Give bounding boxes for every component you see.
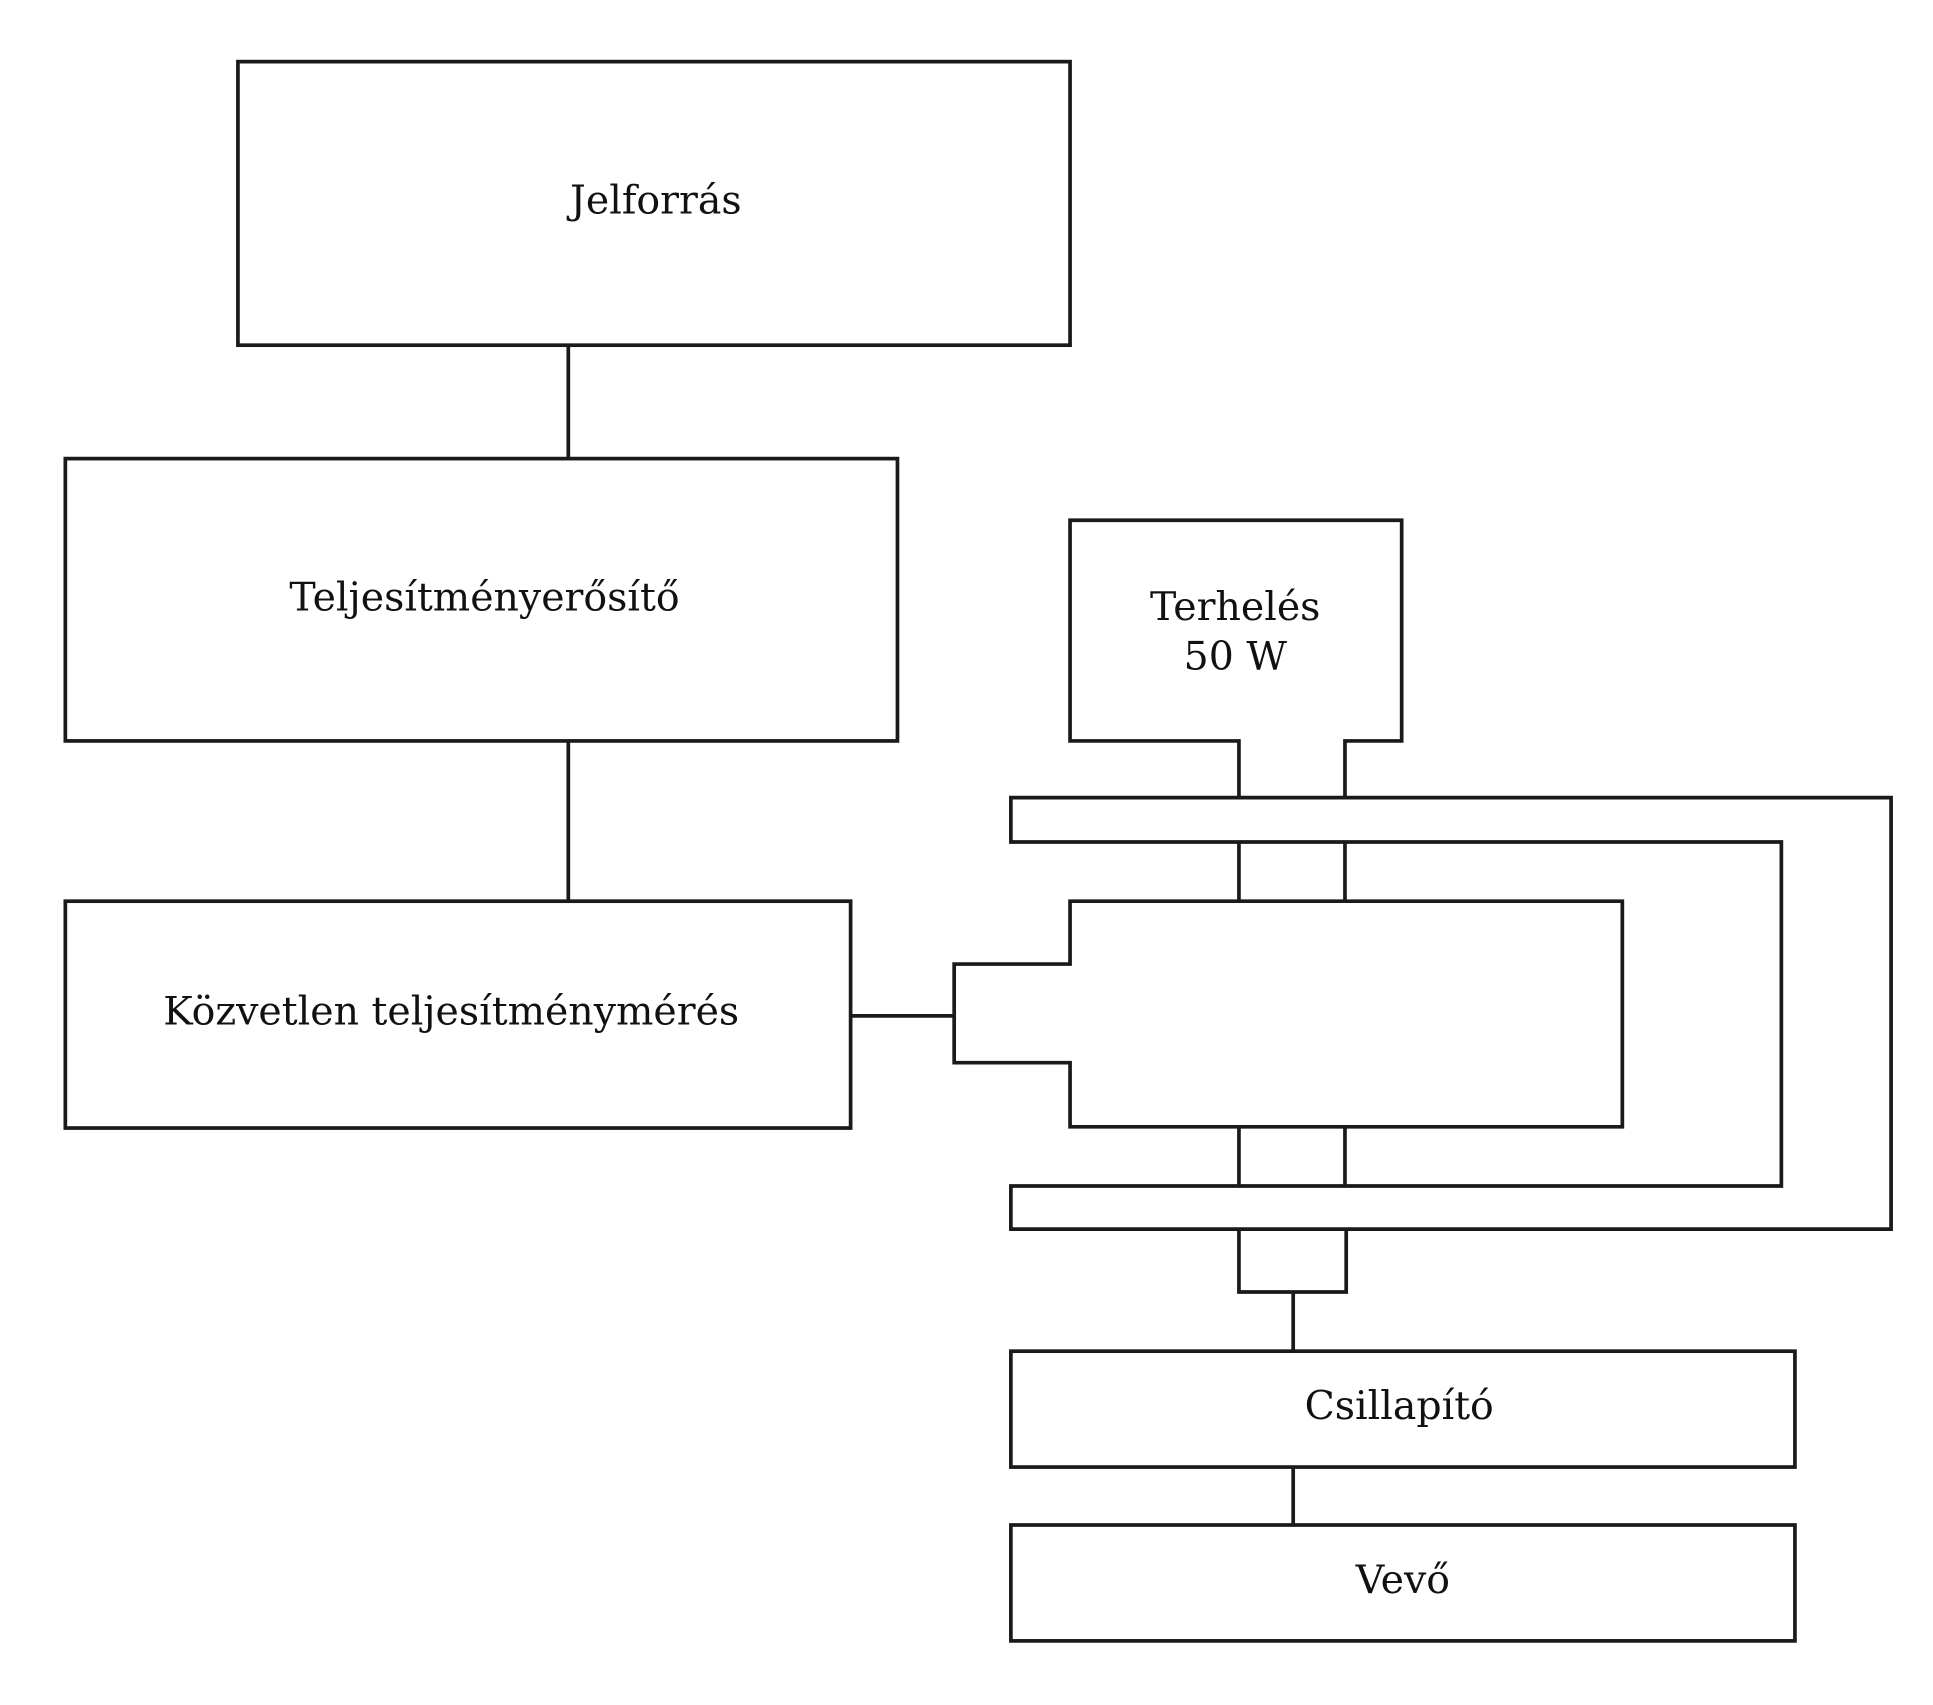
attenuator-label: Csillapító [1305,1383,1494,1429]
coupler-outer-frame [1009,795,1893,1231]
direct-power-measurement-label: Közvetlen teljesítménymérés [163,989,739,1035]
coupler-assembly [952,795,1893,1294]
attenuator-block: Csillapító [1009,1349,1797,1469]
load-block: Terhelés 50 W [1068,518,1404,797]
load-label-line2: 50 W [1184,634,1288,680]
power-amplifier-block: Teljesítményerősítő [63,456,900,743]
receiver-label: Vevő [1355,1557,1450,1603]
signal-source-label: Jelforrás [566,177,742,223]
coupler-body [952,899,1625,1129]
coupler-output-port [1237,1229,1349,1294]
power-amplifier-label: Teljesítményerősítő [289,574,679,620]
load-label-line1: Terhelés [1150,584,1320,630]
receiver-block: Vevő [1009,1523,1797,1643]
signal-source-block: Jelforrás [236,59,1072,348]
direct-power-measurement-block: Közvetlen teljesítménymérés [63,899,853,1130]
